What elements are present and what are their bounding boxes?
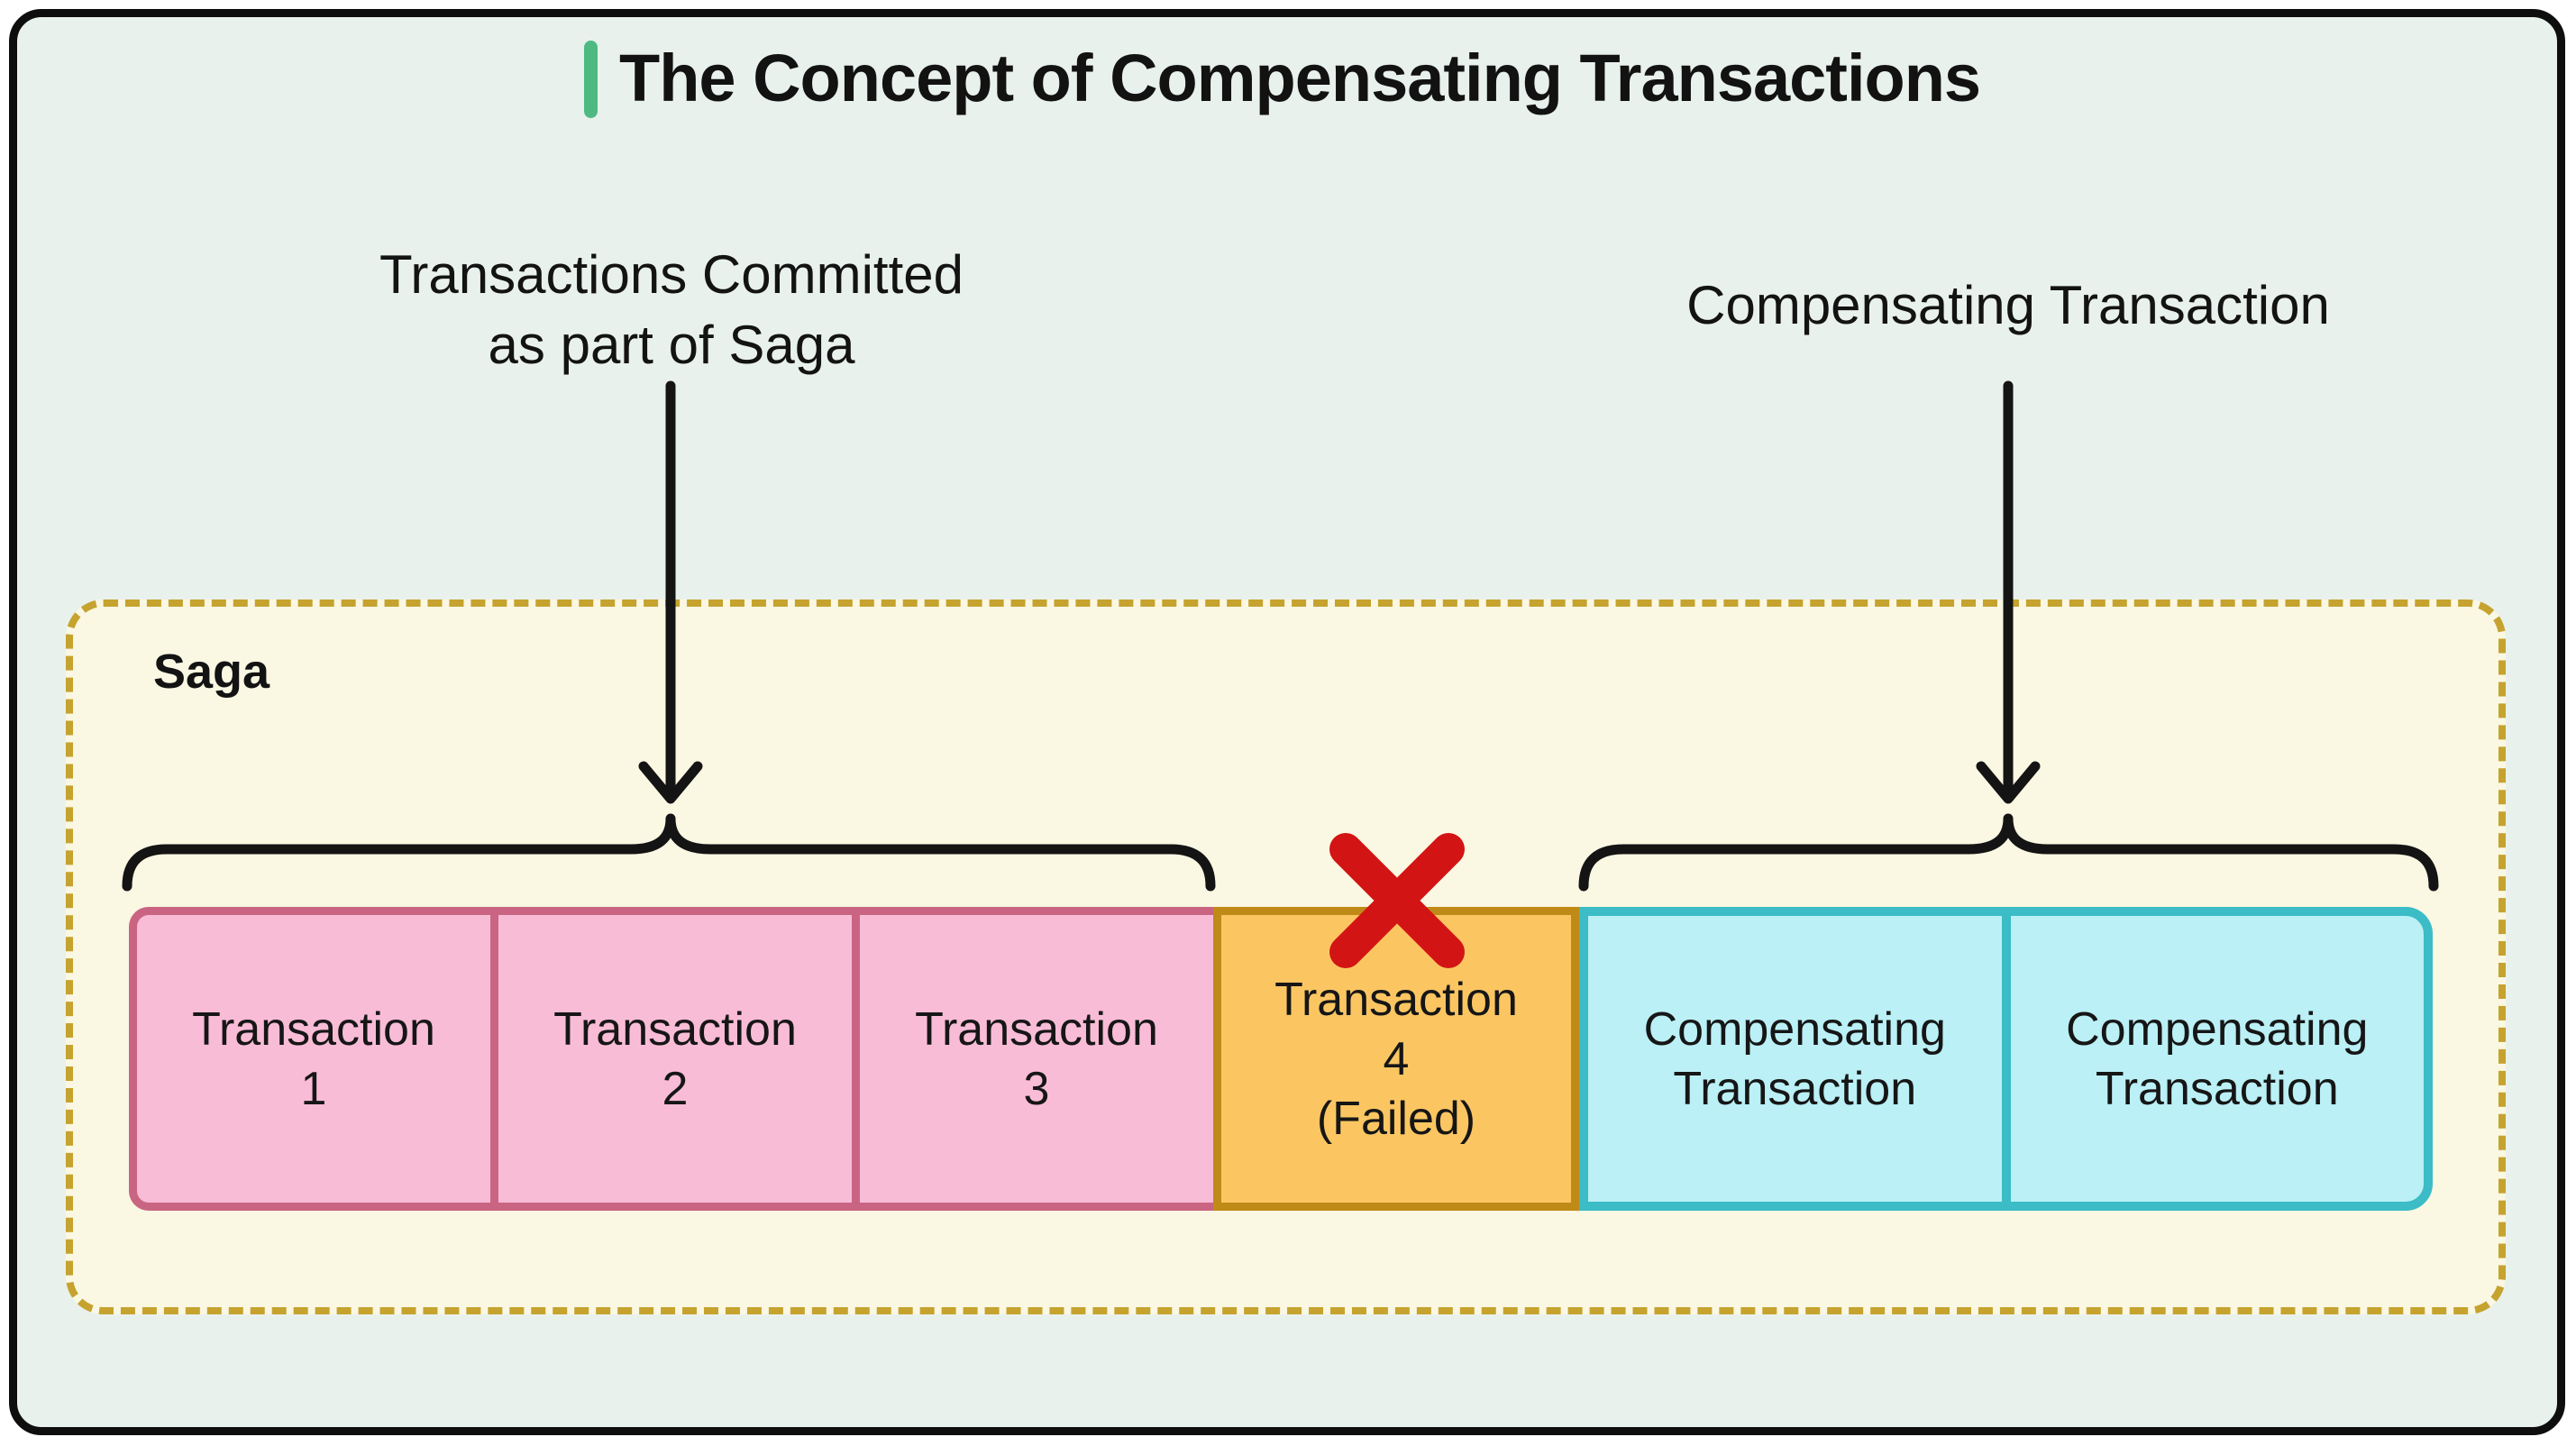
committed-annotation-line1: Transactions Committed <box>379 244 964 305</box>
title-accent-bar <box>584 41 598 118</box>
transaction-1-number: 1 <box>300 1062 327 1115</box>
compensating-transaction-1-line1: Compensating <box>1643 1002 1946 1056</box>
compensating-transactions-group: Compensating Transaction Compensating Tr… <box>1579 907 2433 1211</box>
failed-transaction-box: Transaction 4 (Failed) <box>1213 907 1579 1211</box>
compensating-transaction-2-box: Compensating Transaction <box>2001 916 2425 1202</box>
compensating-transaction-1-box: Compensating Transaction <box>1588 916 2002 1202</box>
saga-label: Saga <box>153 645 270 699</box>
page-title: The Concept of Compensating Transactions <box>619 41 1981 115</box>
failed-transaction-label: Transaction <box>1274 973 1518 1026</box>
transaction-2-box: Transaction 2 <box>490 915 852 1203</box>
transaction-3-box: Transaction 3 <box>852 915 1213 1203</box>
transaction-2-number: 2 <box>662 1062 689 1115</box>
compensating-transaction-1-line2: Transaction <box>1673 1062 1917 1115</box>
failed-transaction-number: 4 <box>1383 1032 1410 1085</box>
transaction-1-box: Transaction 1 <box>137 915 490 1203</box>
transaction-2-label: Transaction <box>553 1002 797 1056</box>
transaction-1-label: Transaction <box>192 1002 435 1056</box>
transaction-3-label: Transaction <box>915 1002 1158 1056</box>
title-row: The Concept of Compensating Transactions <box>584 34 1981 123</box>
committed-annotation-line2: as part of Saga <box>488 315 855 375</box>
compensating-annotation-label: Compensating Transaction <box>1686 270 2330 341</box>
compensating-annotation-text: Compensating Transaction <box>1686 275 2330 335</box>
failed-transaction-status: (Failed) <box>1316 1092 1476 1145</box>
compensating-transaction-2-line1: Compensating <box>2066 1002 2369 1056</box>
compensating-transaction-2-line2: Transaction <box>2095 1062 2339 1115</box>
committed-annotation-label: Transactions Committed as part of Saga <box>379 240 964 380</box>
transactions-row: Transaction 1 Transaction 2 Transaction … <box>129 907 2433 1211</box>
committed-transactions-group: Transaction 1 Transaction 2 Transaction … <box>129 907 1213 1211</box>
transaction-3-number: 3 <box>1023 1062 1050 1115</box>
